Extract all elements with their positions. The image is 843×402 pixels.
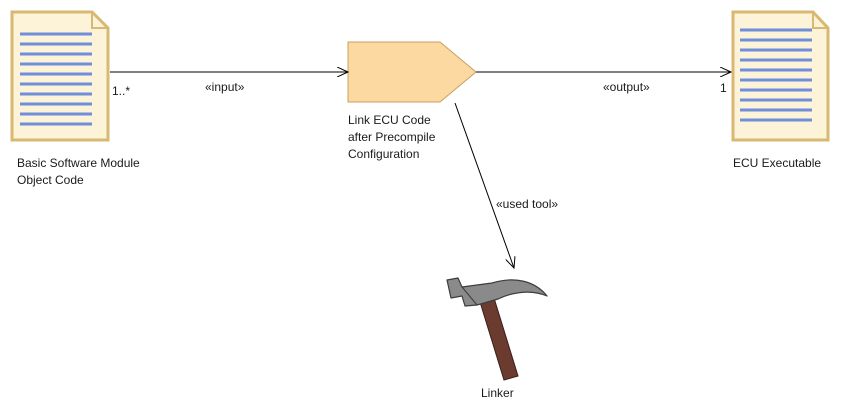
used-tool-edge-label: «used tool» [496,197,559,211]
output-artifact-document-icon[interactable] [731,10,830,142]
tool-name: Linker [481,386,514,400]
output-edge-label: «output» [603,80,650,94]
hammer-icon[interactable] [446,277,548,381]
task-shape[interactable] [347,41,477,103]
output-artifact-name: ECU Executable [733,156,822,170]
input-edge-label: «input» [205,80,245,94]
input-artifact-document-icon[interactable] [10,10,110,142]
task-name: Link ECU Code after Precompile Configura… [348,113,436,161]
multiplicity-output-label: 1 [720,81,727,95]
input-artifact-name: Basic Software Module Object Code [17,156,140,187]
used-tool-edge[interactable] [454,102,514,268]
multiplicity-input-label: 1..* [112,84,131,98]
